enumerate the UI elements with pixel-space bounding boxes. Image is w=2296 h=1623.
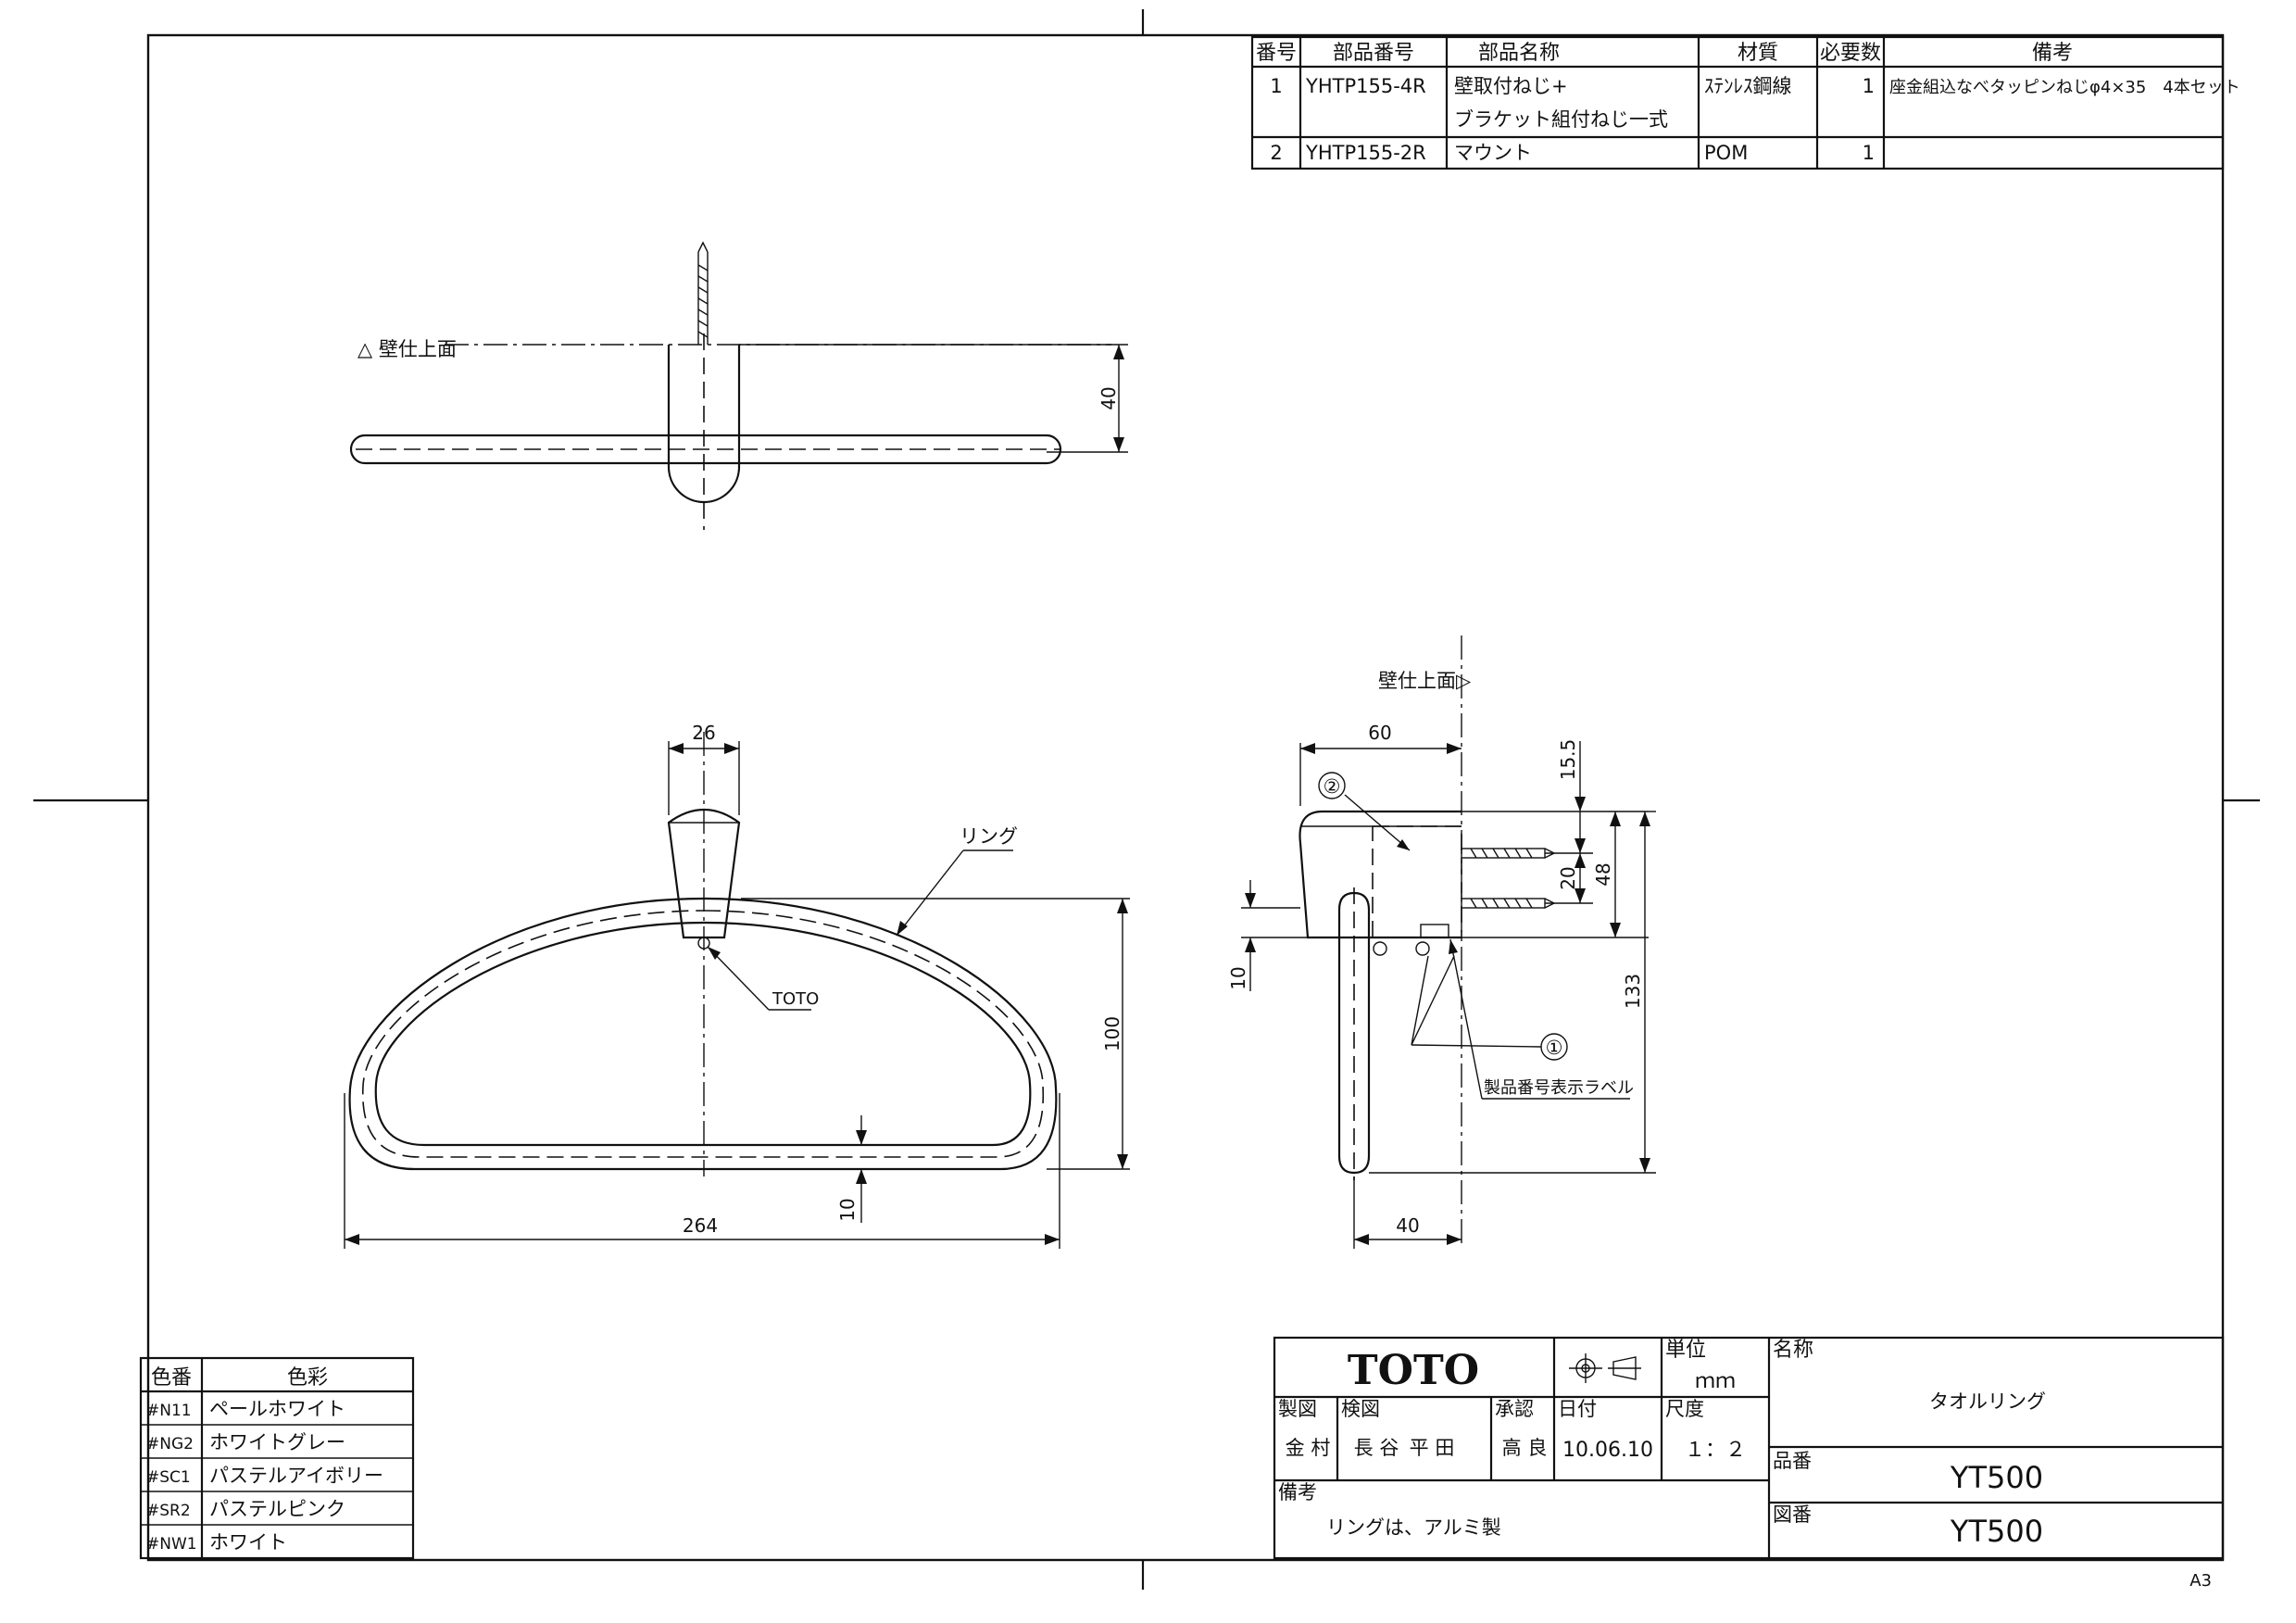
wall-screw-icon [1461, 848, 1556, 909]
company-logo: TOTO [1348, 1347, 1479, 1394]
color-code: #N11 [146, 1402, 192, 1420]
projection-symbol-icon [1569, 1353, 1641, 1383]
table-row: #SR2 パステルピンク [146, 1498, 345, 1520]
part-2-qty: 1 [1863, 142, 1875, 164]
dim-side-15-5: 15.5 [1557, 739, 1579, 781]
part-1-material: ｽﾃﾝﾚｽ鋼線 [1704, 75, 1792, 97]
color-code: #NW1 [146, 1535, 197, 1554]
part-1-note: 座金組込なべタッピンねじφ4×35 4本セット [1889, 78, 2240, 97]
parts-table: 番号 部品番号 部品名称 材質 必要数 備考 1 YHTP155-4R 壁取付ね… [1250, 35, 2240, 170]
remarks-label: 備考 [1278, 1481, 1317, 1503]
screw-icon [697, 241, 709, 345]
color-code: #NG2 [146, 1435, 194, 1453]
color-code: #SR2 [146, 1502, 191, 1520]
product-label-callout: 製品番号表示ラベル [1484, 1078, 1634, 1098]
parts-header-part-no: 部品番号 [1333, 42, 1414, 65]
ring-label: リング [960, 825, 1018, 848]
drawing-no-label: 図番 [1773, 1503, 1812, 1526]
name-value: タオルリング [1929, 1390, 2046, 1413]
product-no-label: 品番 [1773, 1450, 1812, 1472]
dim-front-100: 100 [1101, 1016, 1123, 1051]
color-name: パステルアイボリー [209, 1465, 383, 1487]
toto-mark-label: TOTO [772, 989, 819, 1009]
sheet-size-label: A3 [2189, 1571, 2212, 1591]
front-view: 26 100 264 10 リング TOTO [344, 722, 1130, 1249]
balloon-2-label: ② [1324, 775, 1341, 798]
dim-top-40: 40 [1098, 386, 1120, 409]
drawn-label: 製図 [1278, 1398, 1317, 1420]
table-row: #SC1 パステルアイボリー [146, 1465, 383, 1487]
table-row: #NG2 ホワイトグレー [146, 1431, 345, 1453]
drawing-no: YT500 [1950, 1514, 2043, 1549]
date-value: 10.06.10 [1562, 1439, 1653, 1462]
ring-outer [348, 897, 1058, 1171]
wall-top-label-top: △ 壁仕上面 [358, 338, 457, 360]
dim-side-133: 133 [1622, 974, 1644, 1009]
part-1-qty: 1 [1863, 75, 1875, 97]
ring-inner [374, 921, 1032, 1147]
wall-top-label-side: 壁仕上面▷ [1378, 670, 1472, 692]
table-row: 1 YHTP155-4R 壁取付ねじ+ ブラケット組付ねじ一式 ｽﾃﾝﾚｽ鋼線 … [1270, 75, 2240, 131]
scale-label: 尺度 [1665, 1398, 1704, 1420]
part-2-part-no: YHTP155-2R [1305, 142, 1426, 164]
parts-header-qty: 必要数 [1820, 42, 1881, 65]
checked-by-1: 長 谷 [1354, 1437, 1399, 1459]
color-header-code: 色番 [151, 1366, 192, 1390]
color-name: ホワイト [209, 1531, 287, 1554]
table-row: 2 YHTP155-2R マウント POM 1 [1270, 142, 1875, 164]
dim-front-264: 264 [683, 1214, 718, 1237]
product-no: YT500 [1950, 1460, 2043, 1495]
dim-side-40: 40 [1396, 1214, 1419, 1237]
parts-header-no: 番号 [1256, 42, 1297, 65]
table-row: #N11 ペールホワイト [146, 1398, 345, 1420]
color-name: パステルピンク [209, 1498, 345, 1520]
dim-side-60: 60 [1368, 722, 1391, 744]
balloon-2 [1318, 772, 1346, 799]
dim-side-10: 10 [1227, 966, 1249, 989]
table-row: #NW1 ホワイト [146, 1531, 287, 1554]
parts-header-note: 備考 [2032, 42, 2073, 65]
title-block: TOTO 単位 ｍｍ 名称 タオルリング 製図 金 村 検図 長 谷 平 田 承… [1273, 1336, 2225, 1560]
top-view: △ 壁仕上面 40 [349, 241, 1128, 530]
unit-value: ｍｍ [1695, 1370, 1736, 1393]
checked-label: 検図 [1341, 1398, 1380, 1420]
remarks-value: リングは、アルミ製 [1326, 1516, 1501, 1539]
date-label: 日付 [1558, 1398, 1597, 1420]
parts-header-material: 材質 [1738, 42, 1778, 65]
color-name: ホワイトグレー [209, 1431, 345, 1453]
sheet-frame [33, 9, 2260, 1590]
approved-label: 承認 [1495, 1398, 1534, 1420]
dim-front-26: 26 [692, 722, 715, 744]
part-2-no: 2 [1270, 142, 1282, 164]
scale-value: １：２ [1685, 1439, 1746, 1462]
part-2-name: マウント [1454, 142, 1532, 164]
side-view: 壁仕上面▷ ② ① 製品番号表示ラベル [1227, 635, 1656, 1249]
dim-front-10: 10 [836, 1198, 859, 1221]
drawn-by: 金 村 [1286, 1437, 1331, 1459]
dim-side-48: 48 [1592, 862, 1614, 886]
color-code: #SC1 [146, 1468, 191, 1487]
part-1-name-line2: ブラケット組付ねじ一式 [1454, 108, 1668, 131]
approved-by: 高 良 [1502, 1437, 1548, 1459]
checked-by-2: 平 田 [1410, 1437, 1455, 1459]
parts-header-name: 部品名称 [1478, 42, 1560, 65]
color-name: ペールホワイト [209, 1398, 345, 1420]
unit-label: 単位 [1665, 1339, 1706, 1362]
name-label: 名称 [1773, 1339, 1813, 1362]
part-1-name-line1: 壁取付ねじ+ [1454, 75, 1568, 97]
part-2-material: POM [1704, 142, 1748, 164]
part-1-part-no: YHTP155-4R [1305, 75, 1426, 97]
dim-side-20: 20 [1557, 866, 1579, 889]
part-1-no: 1 [1270, 75, 1282, 97]
color-table: 色番 色彩 #N11 ペールホワイト #NG2 ホワイトグレー #SC1 パステ… [139, 1356, 415, 1560]
balloon-1-label: ① [1546, 1037, 1563, 1059]
color-header-name: 色彩 [287, 1366, 328, 1390]
